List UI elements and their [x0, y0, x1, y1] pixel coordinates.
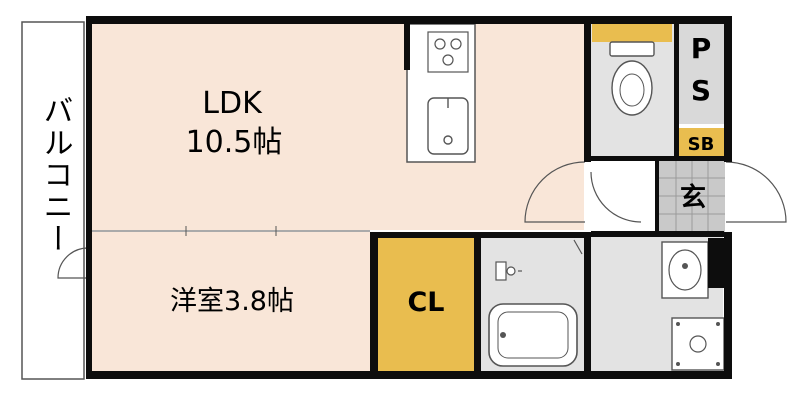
shoe-box-label: SB — [688, 134, 715, 155]
bathtub-icon — [488, 303, 578, 367]
kitchen-stove-icon — [427, 31, 469, 73]
door-swing-icon — [57, 161, 787, 279]
balcony-area — [21, 21, 85, 380]
ldk-size: 10.5帖 — [186, 125, 283, 160]
entrance-label: 玄 — [680, 182, 706, 213]
washbasin-icon — [661, 238, 724, 299]
western-room-label: 洋室3.8帖 — [170, 286, 294, 317]
shower-faucet-icon — [495, 261, 522, 281]
hall-floor — [591, 160, 655, 232]
ps-label-bottom: S — [691, 74, 711, 107]
walls — [86, 16, 732, 379]
ps-area — [678, 24, 724, 124]
closet-label: CL — [407, 287, 444, 318]
toilet-icon — [592, 24, 672, 116]
balcony-label: バルコニー — [38, 95, 73, 255]
ps-label-top: P — [691, 32, 712, 65]
western-room-floor — [92, 232, 374, 371]
ldk-label: LDK — [202, 86, 263, 121]
washing-machine-pan-icon — [671, 317, 725, 371]
kitchen-counter — [406, 23, 476, 163]
entrance-tile-grid — [659, 160, 725, 232]
shoe-box — [678, 128, 724, 156]
ldk-floor — [92, 24, 584, 230]
closet-area — [378, 238, 474, 371]
kitchen-sink-icon — [427, 97, 469, 155]
